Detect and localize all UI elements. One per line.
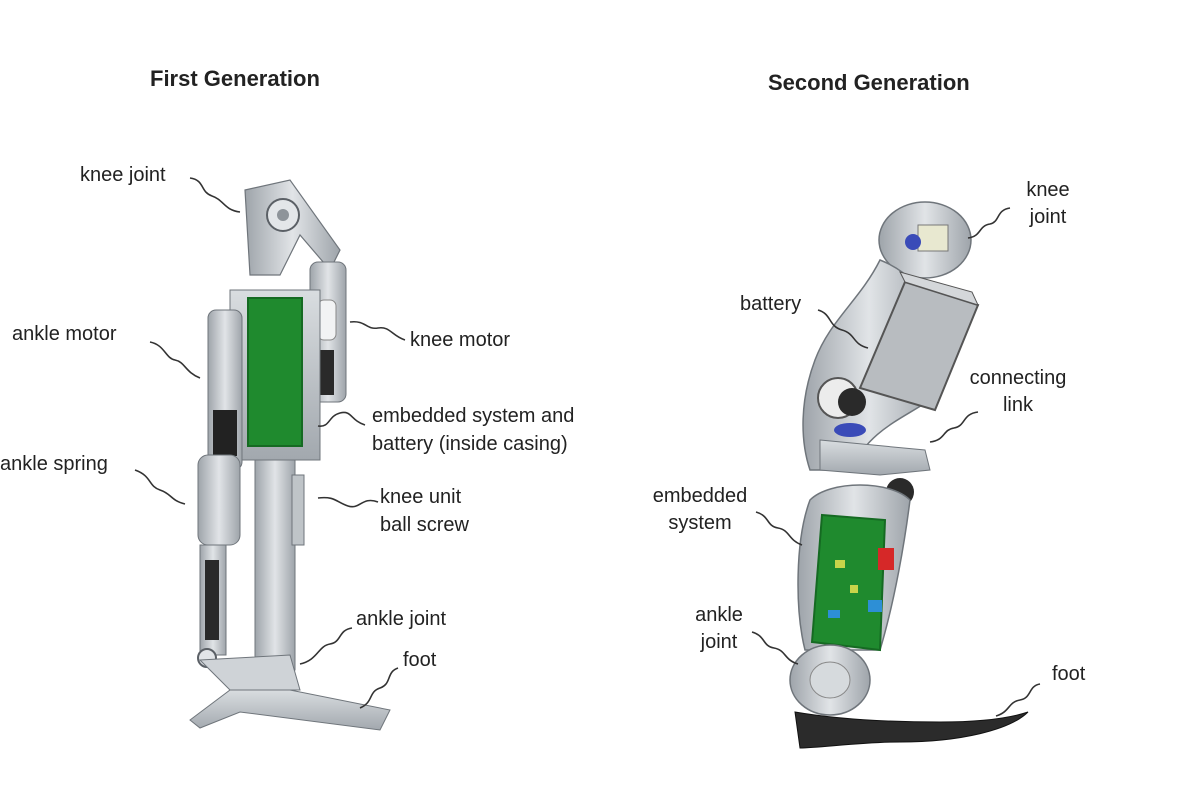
label-embedded-line1: embedded system and: [372, 405, 575, 427]
label-embedded-system-line1: embedded: [652, 485, 748, 507]
leader-knee-joint-2: [967, 207, 1011, 239]
leader-foot: [359, 667, 399, 709]
label-battery: battery: [740, 293, 802, 315]
label-ankle-line2: joint: [700, 631, 738, 653]
leader-knee-motor: [349, 320, 406, 341]
leader-embedded-system: [755, 511, 803, 546]
label-ball-screw-line2: ball screw: [380, 514, 469, 536]
leader-connecting-link: [929, 411, 979, 443]
leader-knee-joint: [189, 177, 241, 213]
label-ankle-spring: ankle spring: [0, 453, 108, 475]
carbon-foot: [794, 711, 1029, 749]
leader-ankle-motor: [149, 341, 201, 379]
pylon: [254, 459, 296, 671]
label-knee-line1: knee: [1026, 179, 1070, 201]
foot-plate: [189, 689, 391, 731]
label-knee-joint: knee joint: [80, 164, 166, 186]
label-embedded-system-line2: system: [668, 512, 732, 534]
label-connecting-line2: link: [1002, 394, 1033, 416]
leader-foot-2: [995, 683, 1041, 717]
label-ankle-motor: ankle motor: [12, 323, 117, 345]
label-knee-motor: knee motor: [410, 329, 511, 351]
embedded-board: [247, 297, 303, 447]
leader-lines: [134, 177, 1041, 717]
leader-ankle-joint-2: [751, 631, 799, 665]
connecting-link: [819, 439, 931, 476]
label-connecting-line1: connecting: [969, 367, 1067, 389]
leader-ankle-spring: [134, 469, 186, 505]
second-generation-title: Second Generation: [768, 70, 970, 95]
ankle-spring-body: [197, 454, 241, 546]
embedded-system-board: [810, 513, 887, 652]
leader-battery: [817, 309, 869, 349]
label-ankle-line1: ankle: [695, 604, 743, 626]
label-ball-screw-line1: knee unit: [380, 486, 462, 508]
ball-screw: [291, 474, 305, 546]
first-generation-title: First Generation: [150, 66, 320, 91]
first-generation-prosthesis: [189, 179, 391, 731]
leader-ankle-joint: [299, 627, 353, 665]
label-foot: foot: [403, 649, 437, 671]
label-knee-line2: joint: [1029, 206, 1067, 228]
second-generation-prosthesis: [789, 201, 1029, 749]
leader-embedded: [317, 411, 366, 427]
label-foot-2: foot: [1052, 663, 1086, 685]
label-ankle-joint: ankle joint: [356, 608, 447, 630]
label-embedded-line2: battery (inside casing): [372, 433, 568, 455]
leader-ball-screw: [317, 496, 379, 508]
